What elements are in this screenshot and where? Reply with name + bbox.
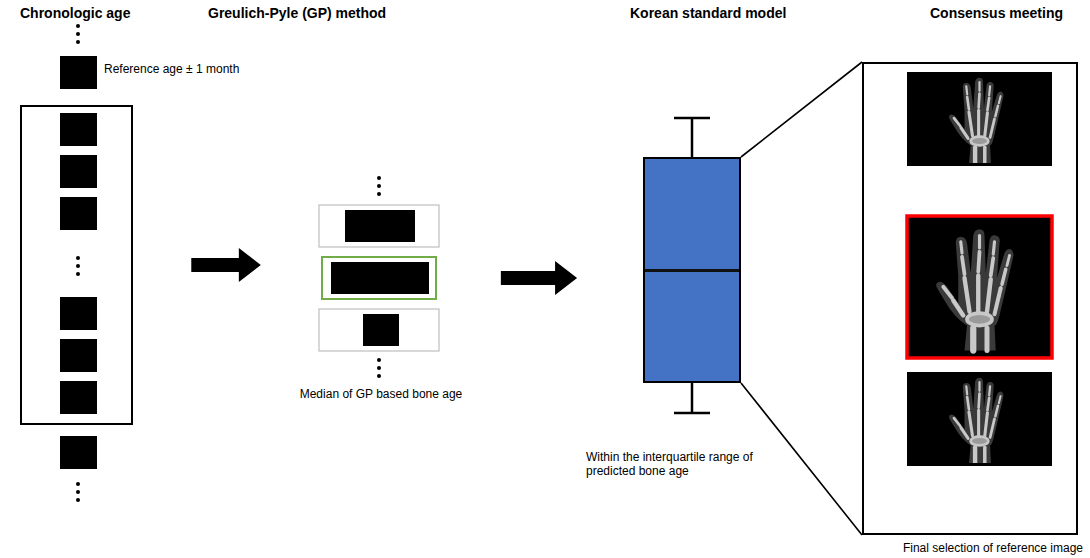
- block-arrow: [501, 261, 577, 295]
- xray-images: [907, 72, 1052, 466]
- whisker: [691, 118, 694, 157]
- node-caption: Final selection of reference image: [903, 541, 1083, 555]
- node-caption: Reference age ± 1 month: [104, 62, 239, 76]
- redacted-square: [60, 197, 97, 230]
- node-caption: Within the interquartile range of predic…: [586, 450, 781, 478]
- redacted-bar: [363, 314, 399, 346]
- ellipsis-dot: [76, 272, 80, 276]
- ellipsis-dot: [76, 490, 80, 494]
- age-dots: [76, 24, 80, 502]
- redacted-bar: [345, 210, 415, 242]
- gp-box: [319, 309, 439, 351]
- ellipsis-dot: [377, 176, 381, 180]
- ellipsis-dot: [76, 498, 80, 502]
- ellipsis-dot: [377, 184, 381, 188]
- ellipsis-dot: [76, 256, 80, 260]
- hand-xray: [949, 78, 1003, 163]
- reference-range-box: Reference age ± 1 month: [20, 105, 133, 425]
- zoom-lines: [741, 62, 862, 535]
- hand-xray: [936, 229, 1013, 350]
- xray-image: [907, 372, 1052, 466]
- ellipsis-dot: [76, 264, 80, 268]
- redacted-square: [60, 113, 97, 146]
- ellipsis-dot: [76, 32, 80, 36]
- node-caption: Median of GP based bone age: [281, 387, 481, 401]
- ellipsis-dot: [76, 24, 80, 28]
- redacted-square: [60, 155, 97, 188]
- redacted-square: [60, 297, 97, 330]
- hand-xray: [949, 378, 1003, 463]
- whisker-cap: [674, 412, 710, 415]
- median-line: [645, 269, 739, 272]
- column-heading: Korean standard model: [630, 5, 786, 21]
- xray-image: [907, 216, 1052, 358]
- redacted-square: [60, 339, 97, 372]
- xray-image: [907, 72, 1052, 166]
- redacted-square: [60, 436, 97, 469]
- column-heading: Consensus meeting: [930, 5, 1063, 21]
- redacted-bar: [331, 262, 429, 294]
- column-heading: Chronologic age: [20, 5, 130, 21]
- age-squares: [60, 56, 97, 469]
- consensus-frame: Final selection of reference image: [862, 62, 1078, 535]
- gp-box: [319, 205, 439, 247]
- ellipsis-dot: [377, 358, 381, 362]
- ellipsis-dot: [377, 366, 381, 370]
- median-box: Median of GP based bone age: [321, 256, 437, 300]
- whisker-cap: [674, 117, 710, 120]
- ellipsis-dot: [76, 40, 80, 44]
- iqr-box: Within the interquartile range of predic…: [643, 157, 741, 383]
- ellipsis-dot: [377, 374, 381, 378]
- block-arrow: [191, 248, 261, 282]
- redacted-square: [60, 56, 97, 89]
- selected-outline: [907, 216, 1052, 358]
- redacted-square: [60, 381, 97, 414]
- ellipsis-dot: [377, 192, 381, 196]
- ellipsis-dot: [76, 482, 80, 486]
- whisker: [691, 383, 694, 413]
- column-heading: Greulich-Pyle (GP) method: [208, 5, 386, 21]
